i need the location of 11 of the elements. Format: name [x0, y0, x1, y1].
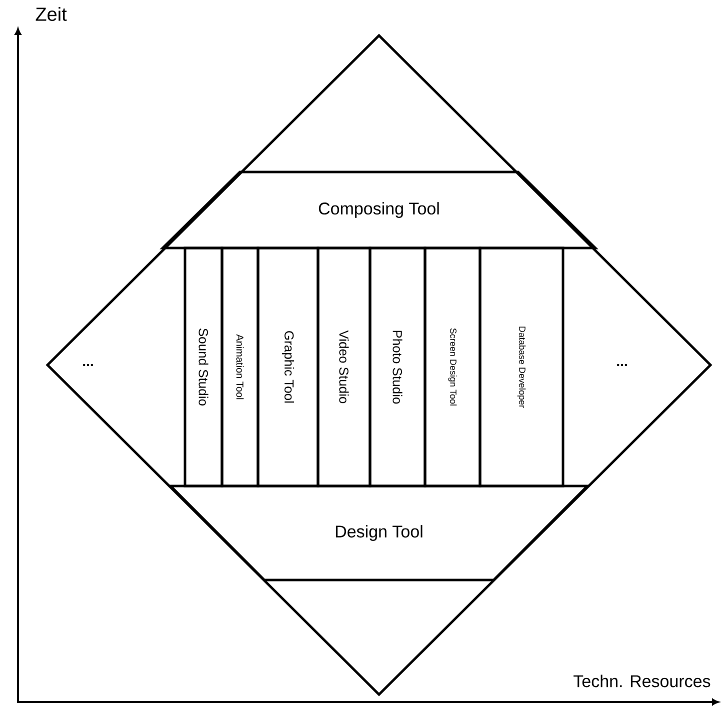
axis-label: Zeit — [36, 7, 67, 21]
ellipsis: ... — [83, 364, 93, 366]
tool-column: Screen Design Tool — [424, 246, 482, 488]
ellipsis: ... — [617, 364, 627, 366]
tool-column: Video Studio — [316, 246, 372, 488]
tool-column: Graphic Tool — [256, 246, 320, 488]
tool-column: Sound Studio — [184, 246, 224, 488]
tool-column: Animation Tool — [220, 246, 260, 488]
tool-column: Photo Studio — [368, 246, 426, 488]
tool-column: Database Developer — [478, 246, 564, 488]
axis-label: Techn. Resources — [574, 674, 710, 688]
